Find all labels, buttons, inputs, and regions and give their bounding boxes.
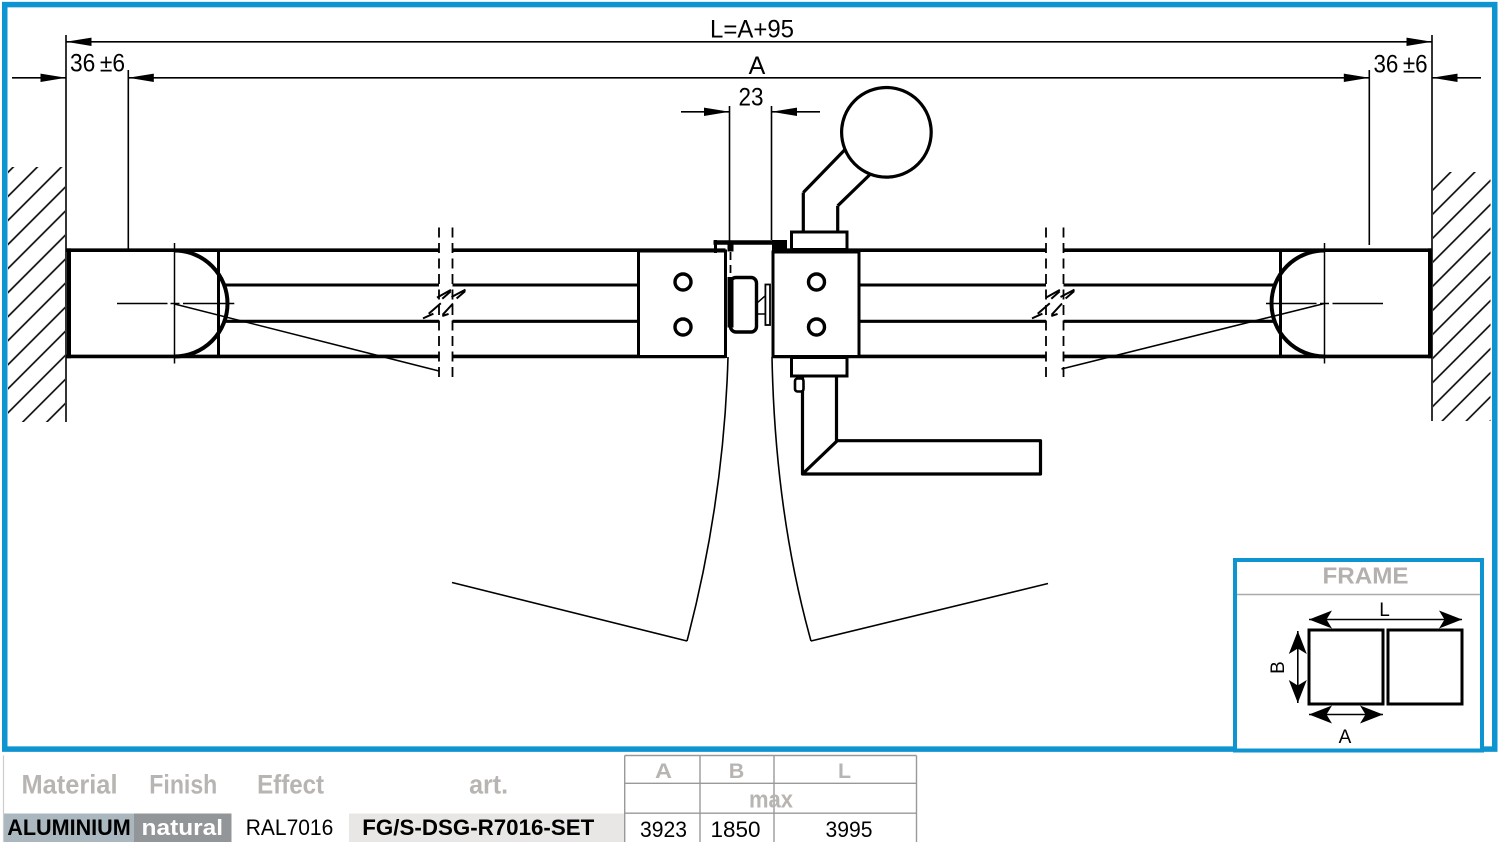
svg-text:A: A [1339,727,1352,748]
svg-text:23: 23 [739,84,764,112]
svg-text:36 ±6: 36 ±6 [1374,51,1428,79]
svg-text:A: A [655,760,672,783]
svg-text:3923: 3923 [640,817,687,842]
svg-text:3995: 3995 [826,817,873,842]
svg-text:L: L [838,760,851,783]
svg-text:Material: Material [22,770,118,800]
svg-text:B: B [1268,661,1289,674]
svg-text:B: B [729,760,745,783]
svg-text:ALUMINIUM: ALUMINIUM [7,815,131,840]
svg-text:A: A [749,52,766,80]
svg-text:art.: art. [469,770,508,800]
svg-text:FG/S-DSG-R7016-SET: FG/S-DSG-R7016-SET [362,815,594,840]
svg-text:natural: natural [142,815,224,840]
svg-text:Effect: Effect [257,770,324,800]
svg-text:RAL7016: RAL7016 [246,815,334,840]
svg-text:1850: 1850 [711,817,761,842]
svg-text:L=A+95: L=A+95 [710,16,794,44]
svg-text:Finish: Finish [149,770,217,800]
svg-text:max: max [749,787,794,814]
svg-text:36 ±6: 36 ±6 [70,50,125,78]
svg-text:L: L [1379,600,1390,621]
svg-text:FRAME: FRAME [1323,563,1409,589]
